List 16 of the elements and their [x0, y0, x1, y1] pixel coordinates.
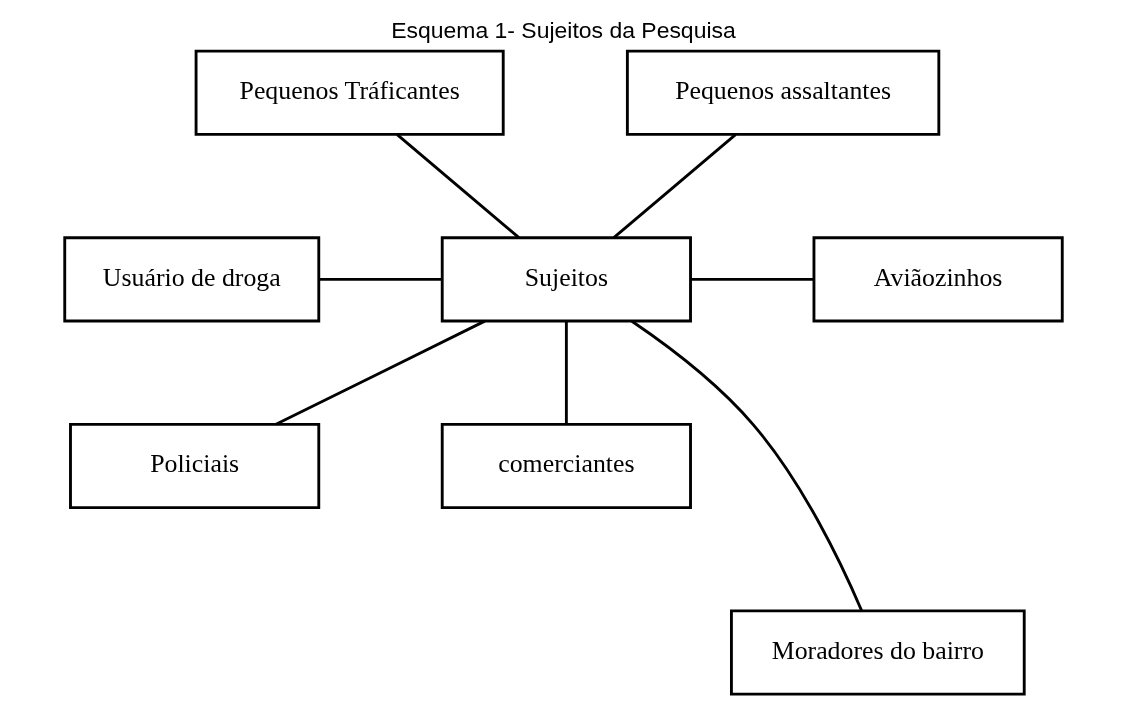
connector: [631, 320, 863, 612]
connector: [612, 133, 737, 239]
node-box: Moradores do bairro: [730, 609, 1026, 696]
node-box: comerciantes: [440, 422, 692, 509]
node-box: Aviãozinhos: [812, 236, 1064, 323]
node-box: Pequenos assaltantes: [625, 49, 941, 136]
connector: [564, 321, 568, 425]
connector: [396, 133, 520, 239]
node-box: Usuário de droga: [63, 236, 321, 323]
node-box: Pequenos Tráficantes: [194, 49, 505, 136]
node-box: Sujeitos: [440, 236, 692, 323]
connector: [690, 277, 814, 281]
connector: [319, 277, 442, 281]
diagram-title: Esquema 1- Sujeitos da Pesquisa: [391, 16, 736, 43]
node-box: Policiais: [69, 422, 321, 509]
connector: [275, 319, 486, 426]
